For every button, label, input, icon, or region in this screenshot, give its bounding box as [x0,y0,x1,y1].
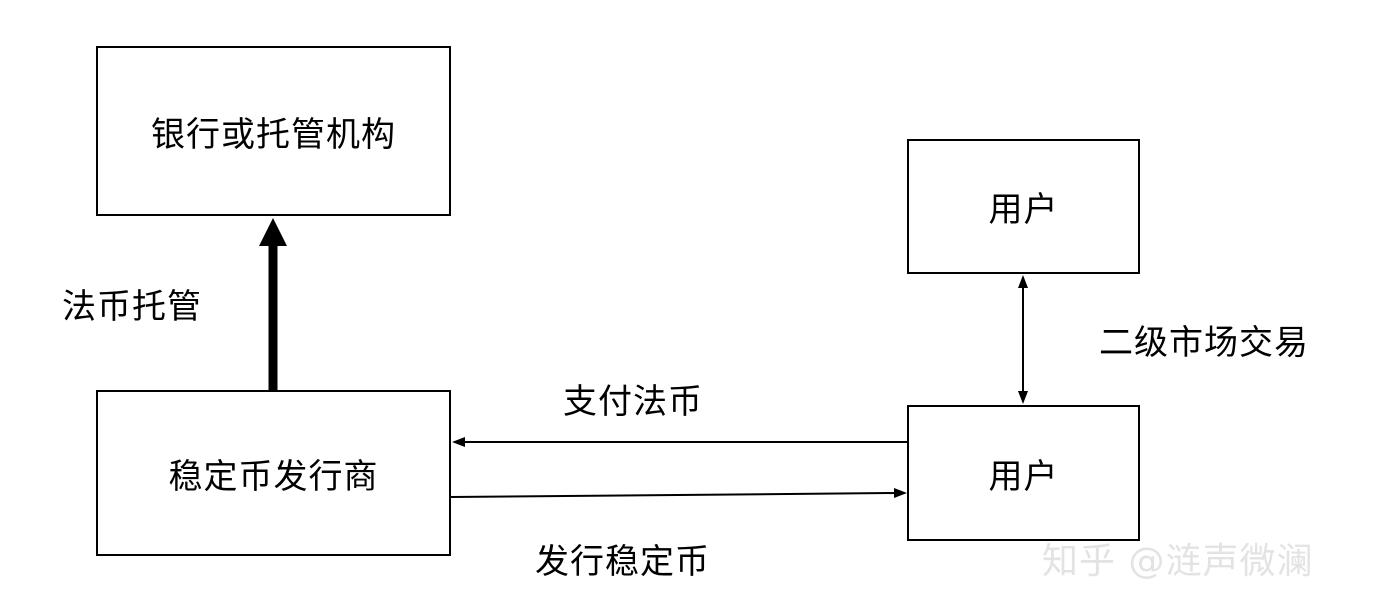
edge-label-issue-stablecoin: 发行稳定币 [535,542,710,582]
secondary-trade-arrow-head-down [1018,391,1028,404]
edge-label-custody: 法币托管 [62,287,202,327]
node-bank-custodian-label: 银行或托管机构 [151,114,396,155]
node-user-bottom: 用户 [907,405,1140,541]
edge-label-pay-fiat: 支付法币 [563,382,703,422]
zhihu-watermark: 知乎 @涟声微澜 [1042,541,1314,582]
node-user-bottom-label: 用户 [988,456,1059,497]
edge-label-secondary-trade: 二级市场交易 [1099,323,1309,363]
secondary-trade-arrow-head-up [1018,275,1028,288]
custody-arrow-head [259,218,287,246]
node-bank-custodian: 银行或托管机构 [96,46,451,216]
node-stablecoin-issuer: 稳定币发行商 [96,390,451,556]
node-user-top: 用户 [907,139,1140,274]
issue-stablecoin-arrow-line [450,492,897,498]
node-user-top-label: 用户 [988,190,1059,230]
issue-stablecoin-arrow-head [894,488,907,498]
pay-fiat-arrow-head [452,437,465,447]
node-stablecoin-issuer-label: 稳定币发行商 [168,456,379,497]
